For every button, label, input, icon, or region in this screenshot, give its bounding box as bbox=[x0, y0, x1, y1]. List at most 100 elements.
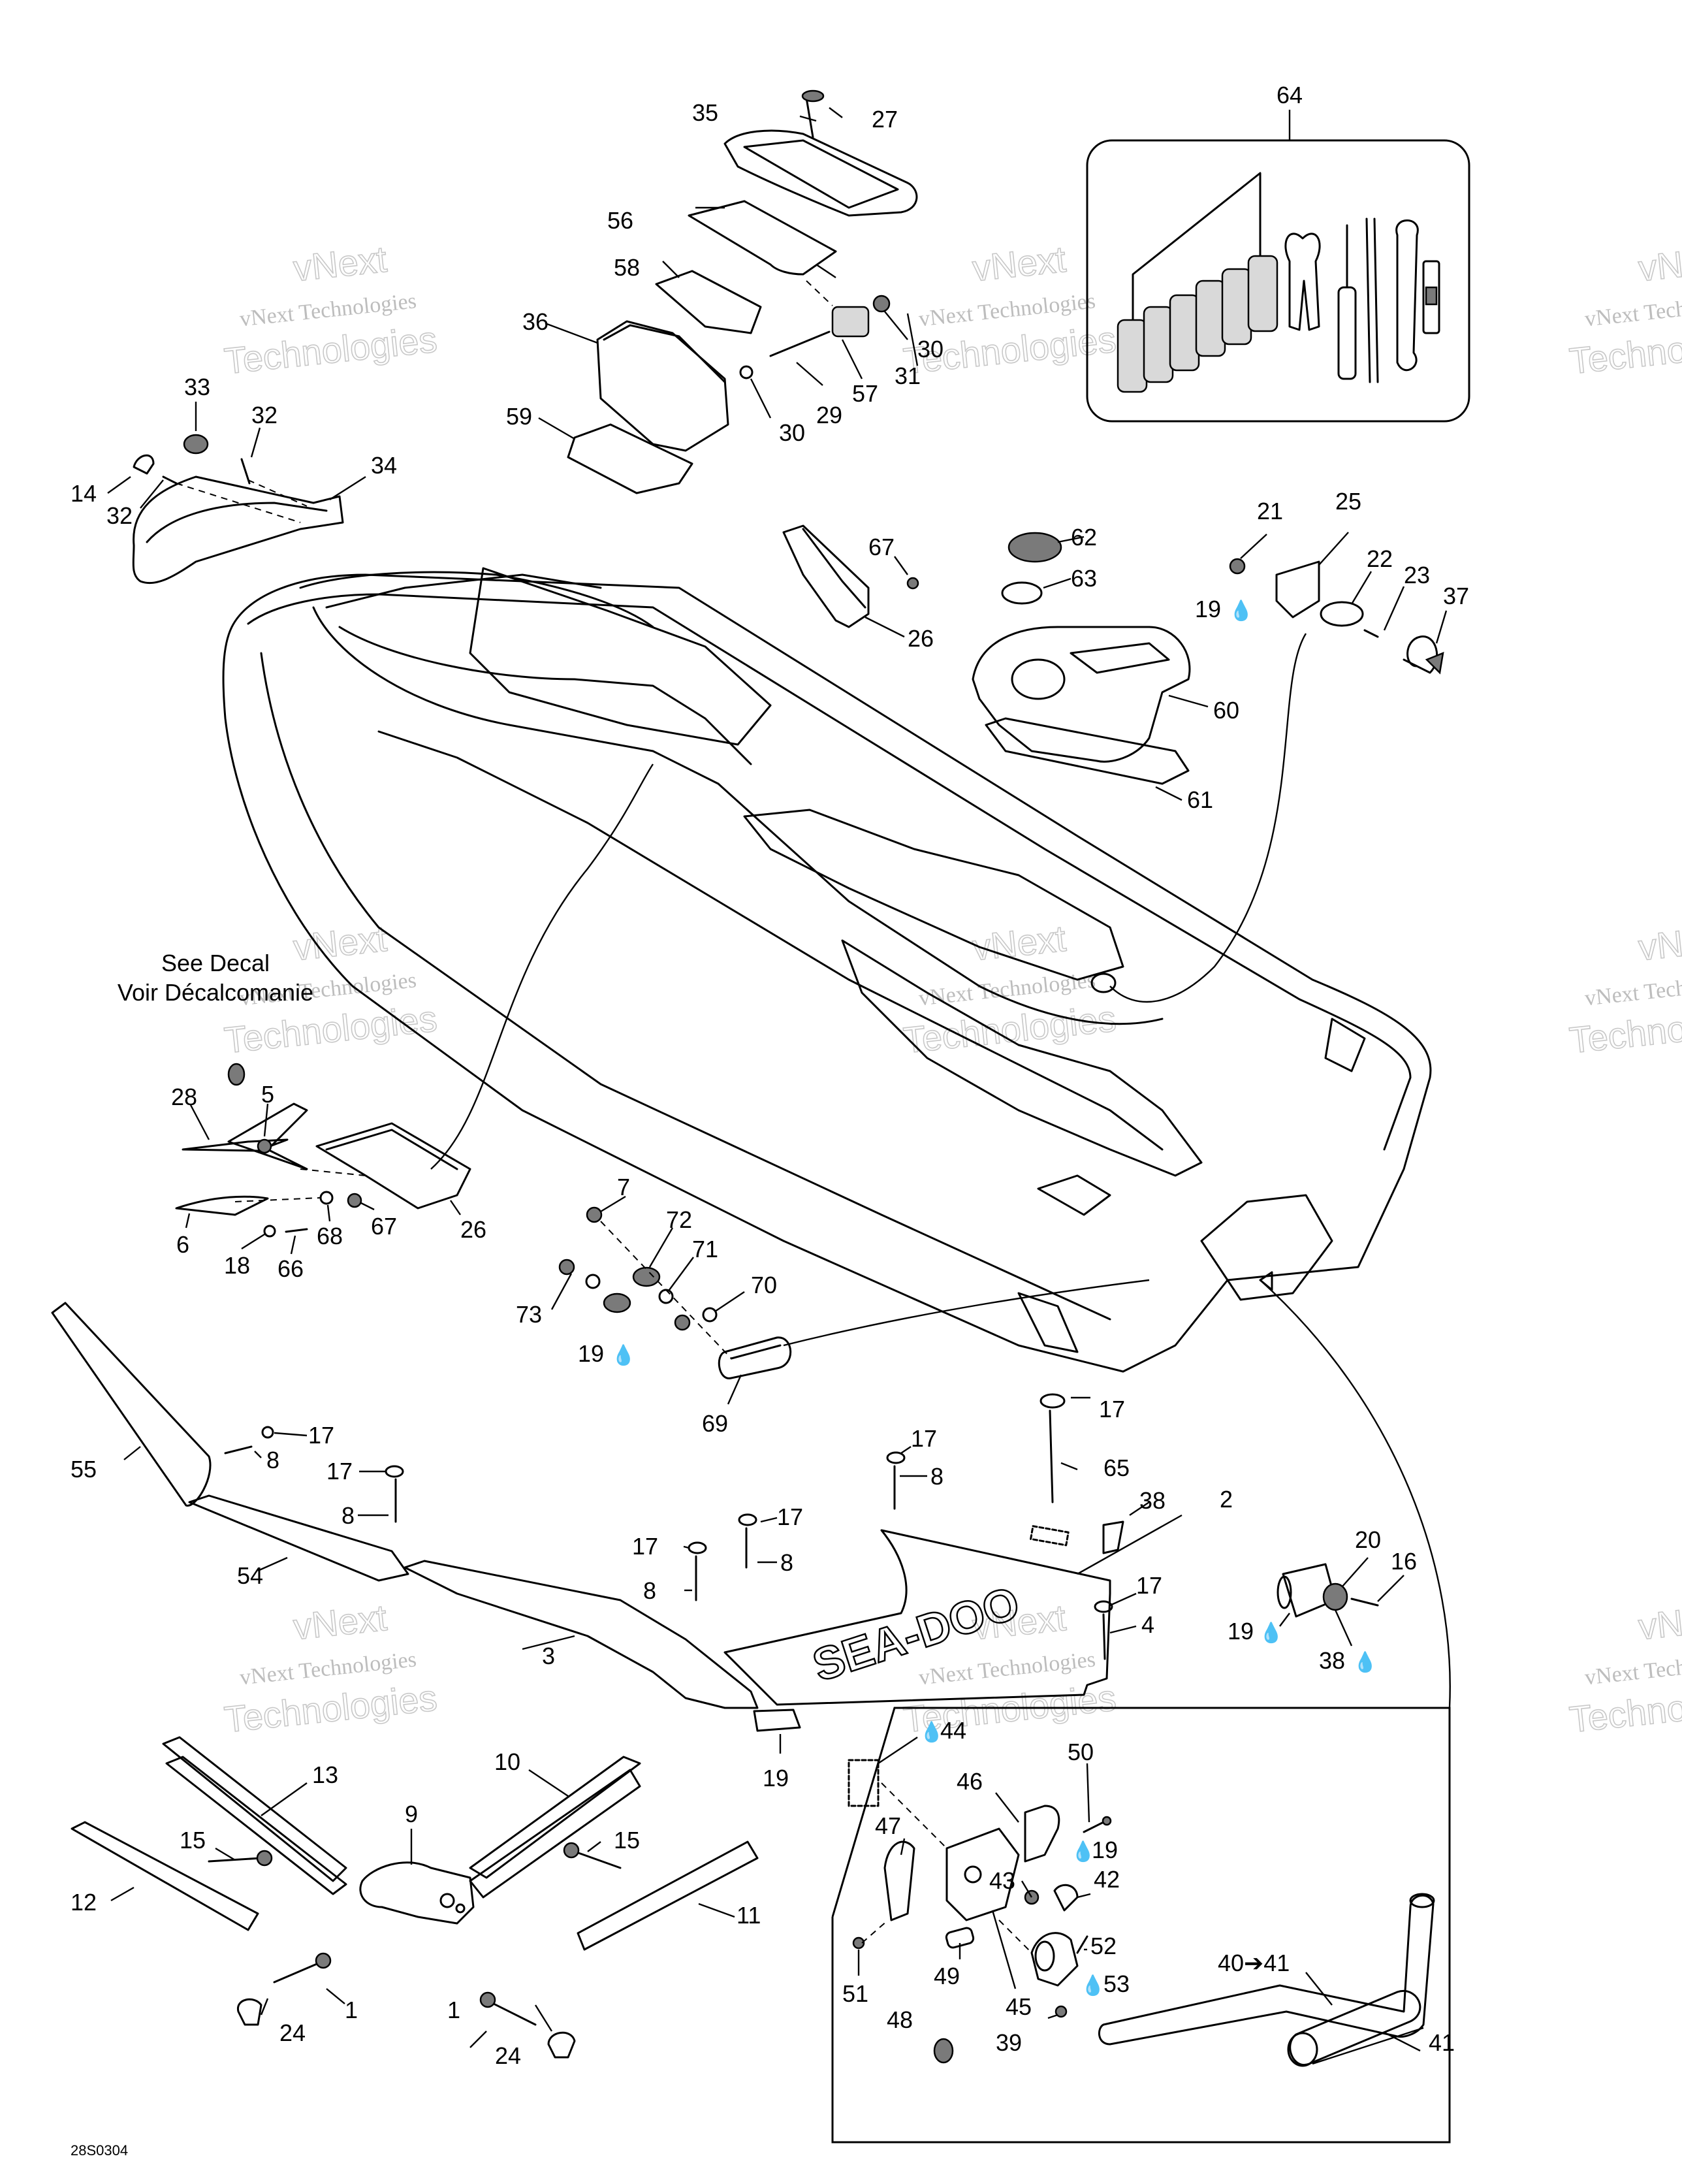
drop-icon: 💧 bbox=[1229, 599, 1253, 622]
step-block bbox=[1017, 1292, 1079, 1353]
callout-12: 12 bbox=[71, 1889, 97, 1916]
callout-17e: 17 bbox=[911, 1425, 937, 1452]
tire-iron-icon bbox=[1365, 217, 1379, 383]
grip-41 bbox=[1289, 1989, 1421, 2066]
callout-19d: 38 bbox=[1319, 1647, 1345, 1674]
callout-11: 11 bbox=[737, 1902, 761, 1929]
rail-13-top bbox=[162, 1736, 347, 1882]
callout-21: 21 bbox=[1257, 498, 1283, 524]
callout-73: 73 bbox=[516, 1301, 542, 1328]
hull-vent-right bbox=[1324, 1018, 1366, 1072]
hull-deck bbox=[222, 567, 1432, 1373]
wrench-icon bbox=[1395, 219, 1419, 372]
callout-17d: 17 bbox=[777, 1503, 803, 1530]
callout-19a: 19 bbox=[1195, 596, 1221, 622]
callout-24a: 24 bbox=[279, 2019, 306, 2046]
watermark-line2: vNext Technologies bbox=[1583, 968, 1682, 1010]
glove-box-group: 62 63 60 61 bbox=[972, 524, 1239, 813]
callout-28: 28 bbox=[171, 1084, 197, 1110]
screwdriver-icon bbox=[1337, 224, 1357, 380]
label-dashed bbox=[1030, 1525, 1070, 1547]
decal-note-en: See Decal bbox=[161, 950, 270, 976]
hull-outline bbox=[222, 573, 1432, 1373]
gasket-61 bbox=[985, 717, 1190, 785]
storage-bin-36 bbox=[596, 320, 729, 452]
callout-17f: 17 bbox=[1099, 1396, 1125, 1422]
ladder-40 bbox=[1098, 1894, 1435, 2046]
callout-30b: 30 bbox=[779, 419, 805, 446]
nut-20 bbox=[1322, 1582, 1348, 1611]
watermark-line3: Technologies bbox=[1568, 1677, 1682, 1740]
callout-17g: 17 bbox=[1136, 1572, 1162, 1599]
hull-vent-left bbox=[1037, 1174, 1111, 1216]
rail-13 bbox=[165, 1756, 347, 1895]
storage-compartment-group: 27 35 56 58 36 30 31 57 29 30 59 bbox=[506, 89, 944, 494]
tow-eye-37 bbox=[1403, 635, 1438, 674]
washer-71 bbox=[658, 1289, 674, 1304]
rail-11 bbox=[577, 1840, 759, 1951]
rivet-set bbox=[224, 1393, 1113, 1660]
callout-33: 33 bbox=[184, 374, 210, 400]
watermark-line1: vNext bbox=[291, 1597, 389, 1648]
callout-19b: 19 bbox=[578, 1340, 604, 1367]
callout-17b: 17 bbox=[326, 1458, 353, 1485]
watermark-line3: Technologies bbox=[1568, 318, 1682, 381]
watermark-line1: vNext bbox=[970, 238, 1068, 289]
nut-33 bbox=[183, 434, 209, 455]
callout-66: 66 bbox=[278, 1255, 304, 1282]
callout-8c: 8 bbox=[643, 1577, 656, 1604]
callout-38a: 38 bbox=[1139, 1487, 1166, 1514]
spring-icon bbox=[227, 1063, 246, 1086]
callout-19c: 19 bbox=[1228, 1618, 1254, 1645]
rivet-15b bbox=[573, 1850, 622, 1869]
grab-handle-group: 33 32 34 14 32 bbox=[71, 374, 397, 585]
vent-5 bbox=[227, 1102, 308, 1170]
bolt-23 bbox=[1363, 629, 1379, 638]
steering-cover-26 bbox=[782, 524, 870, 628]
rivet-1a bbox=[273, 1961, 321, 1983]
callout-41: 41 bbox=[1429, 2029, 1455, 2056]
watermark-line3: Technologies bbox=[1568, 997, 1682, 1061]
callout-59: 59 bbox=[506, 403, 532, 430]
drop-icon: 💧 bbox=[611, 1343, 635, 1366]
decal-54 bbox=[188, 1494, 409, 1582]
callout-44: 44 bbox=[940, 1717, 966, 1744]
callout-8b: 8 bbox=[341, 1502, 355, 1529]
callout-35: 35 bbox=[692, 99, 718, 126]
callout-51: 51 bbox=[842, 1980, 868, 2007]
nut-31 bbox=[872, 295, 891, 313]
glove-box-60 bbox=[972, 626, 1191, 763]
watermarks: vNext vNext Technologies Technologies vN… bbox=[222, 238, 1682, 1741]
drawing-code: 28S0304 bbox=[71, 2142, 128, 2159]
callout-48: 48 bbox=[887, 2006, 913, 2033]
callout-19e: 19 bbox=[1092, 1837, 1118, 1863]
callout-58: 58 bbox=[614, 254, 640, 281]
callout-29: 29 bbox=[816, 402, 842, 428]
callout-54: 54 bbox=[237, 1562, 263, 1589]
steering-cover-group: 67 26 bbox=[782, 524, 934, 652]
boarding-ladder-inset: 💧 44 50 46 💧 19 47 43 42 49 52 💧 53 51 4… bbox=[831, 1271, 1455, 2144]
callout-52: 52 bbox=[1090, 1933, 1117, 1959]
callout-17a: 17 bbox=[308, 1422, 334, 1449]
callout-3: 3 bbox=[542, 1643, 555, 1669]
callout-22: 22 bbox=[1367, 545, 1393, 572]
seat-outline bbox=[312, 606, 1164, 1025]
callout-14: 14 bbox=[71, 480, 97, 507]
screw-51 bbox=[852, 1936, 865, 1950]
decal-2 bbox=[723, 1529, 1111, 1706]
watermark-line1: vNext bbox=[1636, 918, 1682, 969]
drop-icon: 💧 bbox=[919, 1720, 944, 1743]
corner-9 bbox=[359, 1861, 475, 1925]
callout-72: 72 bbox=[666, 1206, 692, 1233]
plate-22 bbox=[1320, 601, 1364, 627]
tool-pouch-pockets bbox=[1117, 255, 1278, 393]
nut-73 bbox=[558, 1259, 575, 1276]
callout-16: 16 bbox=[1391, 1548, 1417, 1575]
plug-24b bbox=[547, 2031, 576, 2059]
callout-13: 13 bbox=[312, 1761, 338, 1788]
rivet-1b bbox=[488, 2000, 537, 2026]
callout-68: 68 bbox=[317, 1223, 343, 1249]
callout-2: 2 bbox=[1220, 1486, 1233, 1513]
footwell-opening bbox=[743, 809, 1124, 981]
